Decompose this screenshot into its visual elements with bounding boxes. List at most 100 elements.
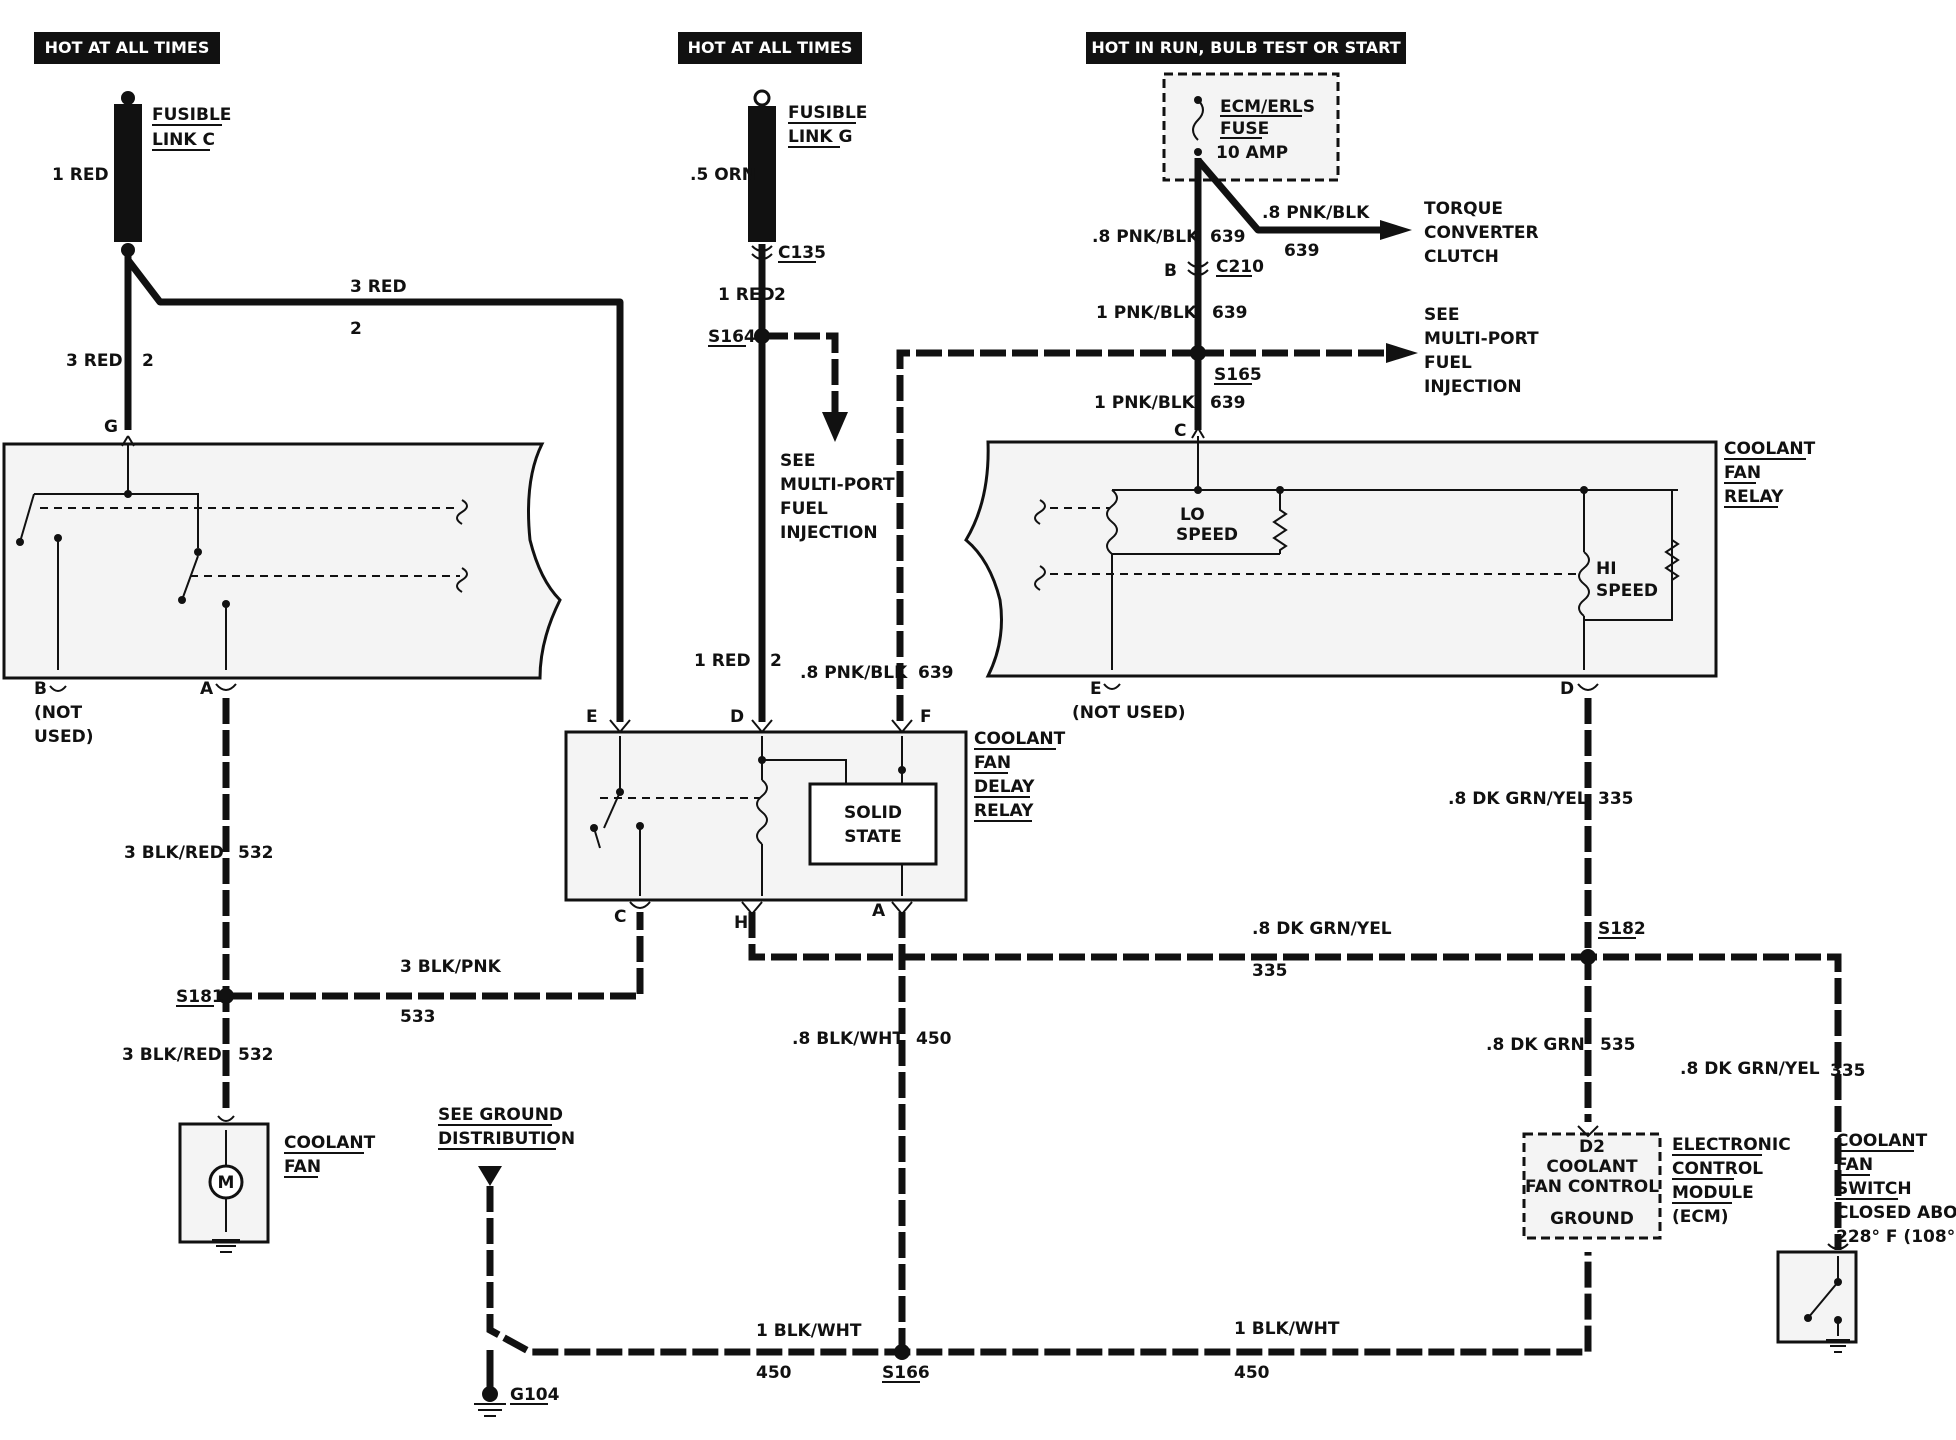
ecm-pin-label: GROUND (1550, 1209, 1634, 1229)
ecm-pin-label: FAN CONTROL (1525, 1177, 1659, 1197)
wire-label: 1 PNK/BLK (1096, 303, 1198, 323)
wire-label: 1 RED (718, 285, 775, 305)
fuse-label: FUSE (1220, 119, 1269, 139)
ecm-label: MODULE (1672, 1183, 1754, 1203)
wire-label: 3 BLK/PNK (400, 957, 502, 977)
banner-hot-at-all-times-1: HOT AT ALL TIMES (34, 32, 220, 64)
fuse-rating: 10 AMP (1216, 143, 1288, 163)
svg-text:B: B (1164, 261, 1177, 281)
coolant-fan-relay-right: LO SPEED HI SPEED (964, 427, 1718, 678)
lo-speed-label: SPEED (1176, 525, 1238, 545)
fuse-label: ECM/ERLS (1220, 97, 1315, 117)
splice-s182 (1580, 949, 1596, 965)
relay-label: FAN (1724, 463, 1761, 483)
splice-s181 (218, 988, 234, 1004)
wire-label: 1 RED (694, 651, 751, 671)
wire-label: 450 (1234, 1363, 1270, 1383)
fan-switch-label: SWITCH (1836, 1179, 1912, 1199)
splice-s164 (754, 328, 770, 344)
wire-label: 532 (238, 843, 274, 863)
wire-label: 535 (1600, 1035, 1636, 1055)
wire-label: .8 PNK/BLK (1262, 203, 1370, 223)
fusible-link-g-label: FUSIBLE (788, 103, 867, 123)
mpfi-label: SEE (780, 451, 815, 471)
tcc-label: CLUTCH (1424, 247, 1499, 267)
pin-f: F (920, 707, 932, 727)
pin-c: C (1174, 421, 1186, 441)
ecm-pin-label: D2 (1579, 1137, 1605, 1157)
wire-label: 2 (774, 285, 786, 305)
wire-label: .8 DK GRN/YEL (1448, 789, 1588, 809)
fan-switch-label: CLOSED ABOVE (1836, 1203, 1956, 1223)
banner-hot-at-all-times-2: HOT AT ALL TIMES (678, 32, 862, 64)
connector-g104-label: G104 (510, 1385, 560, 1405)
ecm-label: ELECTRONIC (1672, 1135, 1791, 1155)
mpfi-label: FUEL (1424, 353, 1472, 373)
wire-label: .8 PNK/BLK (1092, 227, 1200, 247)
pin-d: D (730, 707, 744, 727)
wire-to-tcc (1195, 157, 1385, 234)
mpfi-label: INJECTION (1424, 377, 1522, 397)
wire-label: 639 (1210, 227, 1246, 247)
ecm-pin-label: COOLANT (1546, 1157, 1638, 1177)
relay-label: RELAY (1724, 487, 1784, 507)
wire-label: 1 RED (52, 165, 109, 185)
pin-d: D (1560, 679, 1574, 699)
splice-s165 (1190, 345, 1206, 361)
not-used-label: (NOT USED) (1072, 703, 1186, 723)
wire-label: 639 (1212, 303, 1248, 323)
fan-switch-label: 228° F (108° C) (1836, 1227, 1956, 1247)
connector-s164-label: S164 (708, 327, 756, 347)
wire-label: .8 BLK/WHT (792, 1029, 904, 1049)
solid-state-label: STATE (844, 827, 902, 847)
pin-h: H (734, 913, 748, 933)
coolant-fan-relay-left (2, 435, 562, 680)
pin-a: A (200, 679, 214, 699)
connector-c210: C210 B (1164, 257, 1264, 281)
wire-label: 639 (918, 663, 954, 683)
wire-label: .5 ORN (690, 165, 756, 185)
ecm-module: D2 COOLANT FAN CONTROL GROUND (1522, 1125, 1662, 1240)
wire-label: 1 PNK/BLK (1094, 393, 1196, 413)
fusible-link-g-label: LINK G (788, 127, 852, 147)
pin-e: E (1090, 679, 1102, 699)
wire-label: 1 BLK/WHT (756, 1321, 862, 1341)
mpfi-label: FUEL (780, 499, 828, 519)
wire-335-h-to-switch (748, 912, 1842, 1250)
ground-dist-label: DISTRIBUTION (438, 1129, 575, 1149)
wire-label: 3 BLK/RED (122, 1045, 222, 1065)
tcc-label: CONVERTER (1424, 223, 1539, 243)
coolant-fan-label: FAN (284, 1157, 321, 1177)
wire-label: 532 (238, 1045, 274, 1065)
connector-s165-label: S165 (1214, 365, 1262, 385)
wire-label: 450 (756, 1363, 792, 1383)
ecm-label: (ECM) (1672, 1207, 1729, 1227)
ecm-erls-fuse: ECM/ERLS FUSE 10 AMP (1162, 72, 1340, 182)
wire-label: 2 (770, 651, 782, 671)
fusible-link-g: FUSIBLE LINK G (748, 89, 867, 242)
motor-symbol: M (218, 1173, 235, 1193)
not-used-label: USED) (34, 727, 94, 747)
banner-text: HOT AT ALL TIMES (688, 38, 853, 57)
splice-s166 (894, 1344, 910, 1360)
mpfi-label: INJECTION (780, 523, 878, 543)
fusible-link-c-label: LINK C (152, 130, 215, 150)
wire-3-red-to-delay-e (125, 257, 624, 722)
delay-relay-label: DELAY (974, 777, 1035, 797)
wire-label: 2 (142, 351, 154, 371)
mpfi-label: MULTI-PORT (1424, 329, 1539, 349)
wire-label: 335 (1252, 961, 1288, 981)
banner-text: HOT IN RUN, BULB TEST OR START (1091, 38, 1400, 57)
wire-label: 533 (400, 1007, 436, 1027)
wire-label: .8 DK GRN (1486, 1035, 1585, 1055)
pin-b: B (34, 679, 47, 699)
delay-relay-label: FAN (974, 753, 1011, 773)
delay-relay-label: COOLANT (974, 729, 1066, 749)
coolant-fan-label: COOLANT (284, 1133, 376, 1153)
delay-relay-label: RELAY (974, 801, 1034, 821)
svg-text:C135: C135 (778, 243, 826, 263)
wire-label: 1 BLK/WHT (1234, 1319, 1340, 1339)
wire-label: 450 (916, 1029, 952, 1049)
ground-g104 (474, 1350, 506, 1417)
